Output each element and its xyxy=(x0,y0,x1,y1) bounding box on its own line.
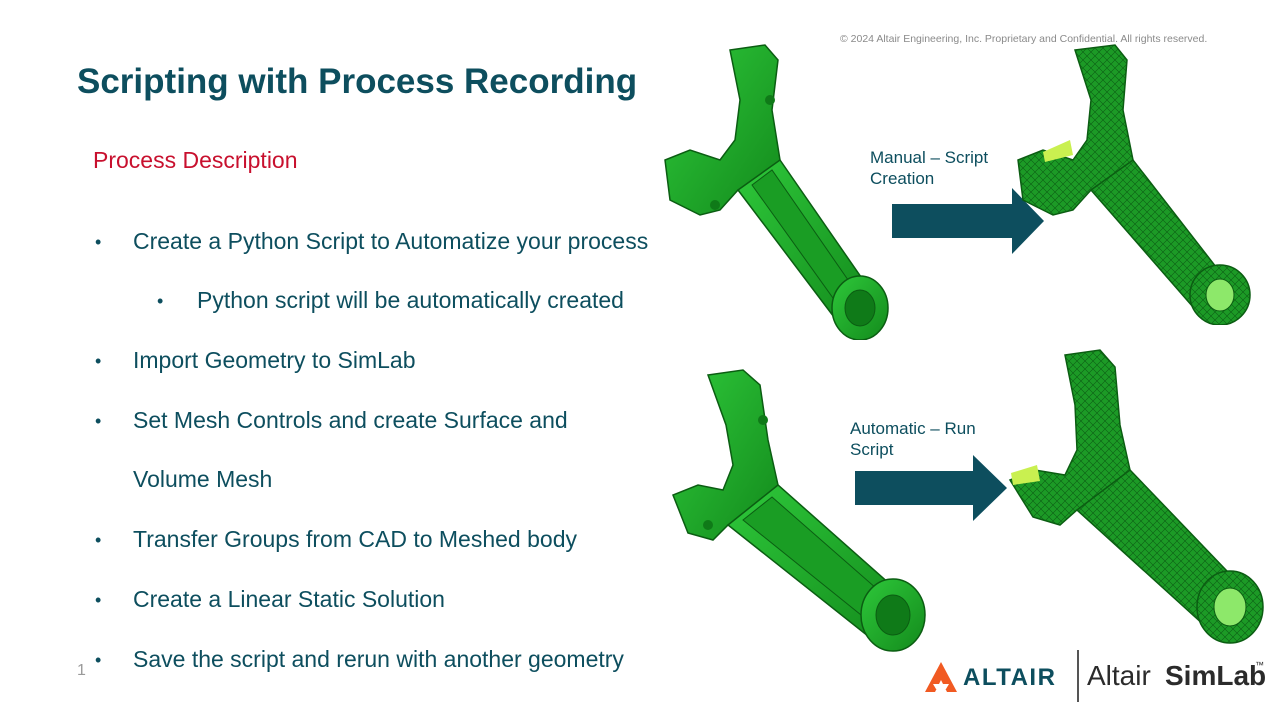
bullet-text: Import Geometry to SimLab xyxy=(133,347,416,373)
altair-logo-icon xyxy=(925,662,957,692)
bullet-text: Create a Python Script to Automatize you… xyxy=(133,228,649,254)
bullet-item: • Create a Python Script to Automatize y… xyxy=(95,228,649,255)
bullet-text: Save the script and rerun with another g… xyxy=(133,646,624,672)
bullet-text: Create a Linear Static Solution xyxy=(133,586,445,612)
bullet-dot: • xyxy=(95,411,102,431)
arrow-label-line: Manual – Script xyxy=(870,148,989,167)
product-name: SimLab xyxy=(1165,660,1267,691)
connecting-rod-cad-image xyxy=(664,44,889,340)
arrow-label-automatic: Automatic – Run Script xyxy=(850,418,976,460)
copyright-text: © 2024 Altair Engineering, Inc. Propriet… xyxy=(840,33,1208,45)
right-arrow-icon xyxy=(855,455,1007,521)
bullet-item: • Set Mesh Controls and create Surface a… xyxy=(95,407,568,434)
arrow-label-line: Automatic – Run xyxy=(850,419,976,438)
bullet-dot: • xyxy=(95,232,102,252)
bullet-dot: • xyxy=(95,650,102,670)
section-subtitle: Process Description xyxy=(93,147,298,173)
arrow-label-line: Script xyxy=(850,440,894,459)
connecting-rod-cad-image xyxy=(672,369,926,652)
product-prefix: Altair xyxy=(1087,660,1151,691)
bullet-item: • Transfer Groups from CAD to Meshed bod… xyxy=(95,526,577,553)
bullet-dot: • xyxy=(95,530,102,550)
altair-simlab-logo: ALTAIR Altair SimLab ™ xyxy=(925,648,1270,704)
bullet-continuation: Volume Mesh xyxy=(133,466,272,493)
bullet-text: Python script will be automatically crea… xyxy=(197,287,624,313)
logo-divider xyxy=(1077,650,1079,702)
bullet-dot: • xyxy=(95,590,102,610)
trademark-mark: ™ xyxy=(1255,660,1264,670)
bullet-text: Set Mesh Controls and create Surface and xyxy=(133,407,568,433)
connecting-rod-mesh-image xyxy=(1008,349,1264,644)
connecting-rod-mesh-image xyxy=(1017,44,1251,325)
bullet-item: • Create a Linear Static Solution xyxy=(95,586,445,613)
bullet-dot: • xyxy=(157,291,164,311)
arrow-label-manual: Manual – Script Creation xyxy=(870,147,988,189)
bullet-item: • Import Geometry to SimLab xyxy=(95,347,416,374)
right-arrow-icon xyxy=(892,188,1044,254)
bullet-item: • Python script will be automatically cr… xyxy=(157,287,624,314)
bullet-item: • Save the script and rerun with another… xyxy=(95,646,624,673)
bullet-text: Volume Mesh xyxy=(133,466,273,492)
bullet-dot: • xyxy=(95,351,102,371)
arrow-label-line: Creation xyxy=(870,169,935,188)
altair-brand-text: ALTAIR xyxy=(963,664,1057,691)
slide-number: 1 xyxy=(77,662,86,679)
bullet-text: Transfer Groups from CAD to Meshed body xyxy=(133,526,577,552)
slide-title: Scripting with Process Recording xyxy=(77,62,638,101)
